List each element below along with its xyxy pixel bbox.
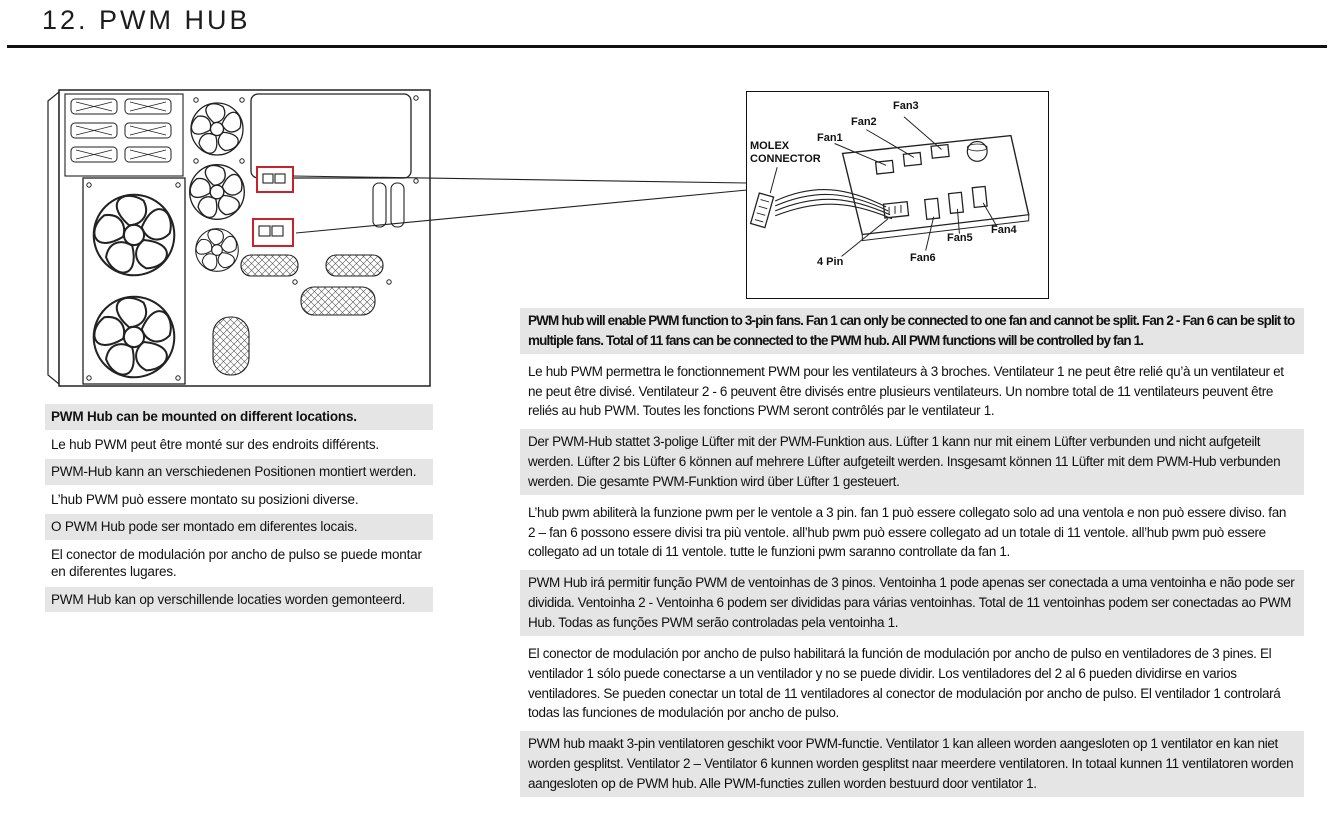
mount-bracket [64,93,184,177]
case-side-edge [47,90,60,386]
mount-note-english: PWM Hub can be mounted on different loca… [45,404,433,430]
function-note-portuguese: PWM Hub irá permitir função PWM de vento… [520,570,1304,636]
function-notes-list: PWM hub will enable PWM function to 3-pi… [520,308,1304,802]
mount-note-dutch: PWM Hub kan op verschillende locaties wo… [45,586,433,613]
mount-notes-list: PWM Hub can be mounted on different loca… [45,404,433,614]
mount-note-french: Le hub PWM peut être monté sur des endro… [51,436,379,452]
function-note-english: PWM hub will enable PWM function to 3-pi… [520,308,1304,354]
function-note-italian: L’hub pwm abiliterà la funzione pwm per … [528,504,1287,560]
function-note-german: Der PWM-Hub stattet 3-polige Lüfter mit … [520,429,1304,495]
fan2-label: Fan2 [851,116,877,128]
pwm-hub-location-highlight-2 [252,218,294,247]
four-pin-header [882,201,910,219]
function-note-spanish: El conector de modulación por ancho de p… [528,645,1281,721]
fan1-label: Fan1 [817,132,843,144]
pwm-hub-board-art [749,116,1030,257]
vent-cutouts [212,254,384,376]
capacitor [966,140,988,162]
mount-note-german: PWM-Hub kann an verschiedenen Positionen… [45,459,433,485]
fan-headers-bottom [924,185,988,221]
mount-note-spanish: El conector de modulación por ancho de p… [51,546,422,580]
fan-headers-top [874,143,950,175]
title-divider [7,45,1327,48]
mount-note-italian: L’hub PWM può essere montato su posizion… [51,491,359,507]
function-note-dutch: PWM hub maakt 3-pin ventilatoren geschik… [520,731,1304,797]
pwm-hub-diagram: MOLEX CONNECTOR Fan1 Fan2 Fan3 Fan4 Fan5… [746,91,1049,299]
molex-connector-label: MOLEX CONNECTOR [750,140,821,166]
pwm-hub-location-highlight-1 [256,166,294,193]
molex-connector-art [749,189,893,229]
four-pin-label: 4 Pin [817,256,844,268]
label-leader-lines [769,116,998,257]
function-note-french: Le hub PWM permettra le fonctionnement P… [528,363,1284,419]
mount-note-portuguese: O PWM Hub pode ser montado em diferentes… [45,514,433,540]
case-interior-illustration [47,89,431,387]
fan6-label: Fan6 [910,252,936,264]
fan4-label: Fan4 [991,224,1017,236]
psu-bracket [82,177,186,385]
fan3-label: Fan3 [893,100,919,112]
page-title: 12. PWM HUB [42,5,251,35]
fan5-label: Fan5 [947,232,973,244]
